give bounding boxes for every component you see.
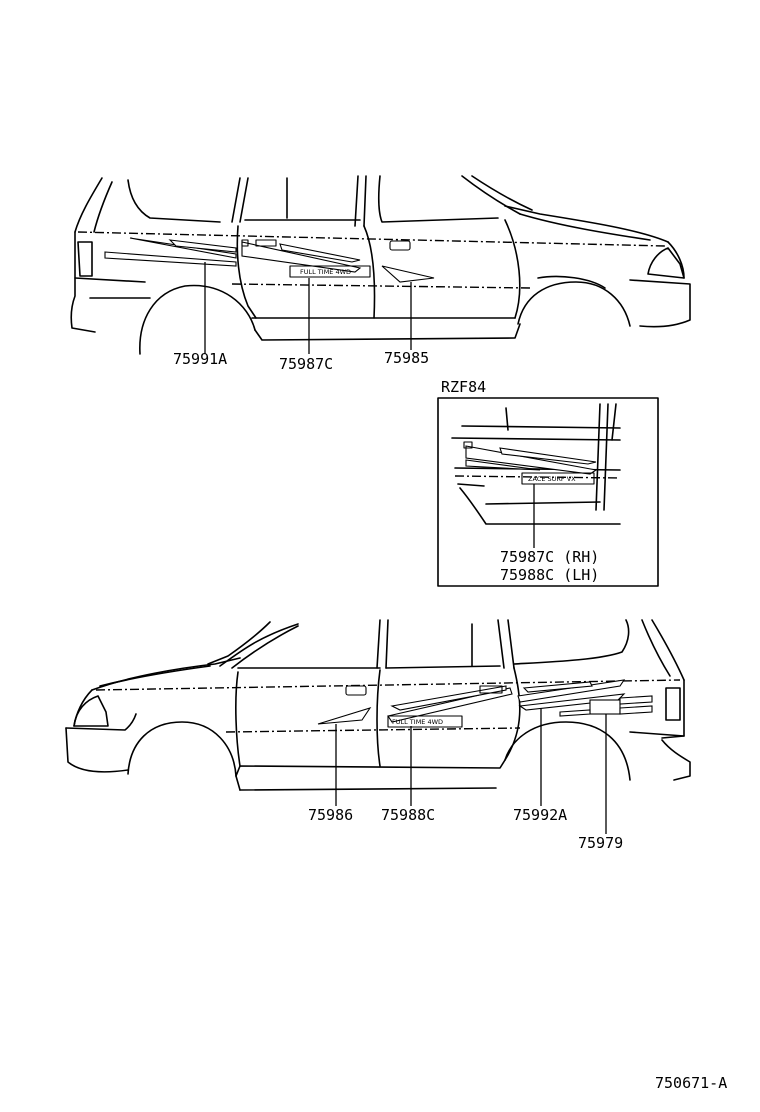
label-75986: 75986 <box>308 806 353 824</box>
label-inset-lh: 75988C (LH) <box>500 566 599 584</box>
label-75991A: 75991A <box>173 350 227 368</box>
inset-variant-label: RZF84 <box>441 378 486 396</box>
label-75988C: 75988C <box>381 806 435 824</box>
label-75992A: 75992A <box>513 806 567 824</box>
label-75985: 75985 <box>384 349 429 367</box>
inset-detail: ZACE SURF VX <box>437 397 659 587</box>
upper-emblem-text: FULL TIME 4WD <box>300 268 351 276</box>
inset-emblem-text: ZACE SURF VX <box>528 475 576 483</box>
label-75987C: 75987C <box>279 355 333 373</box>
upper-vehicle: FULL TIME 4WD <box>70 175 691 355</box>
diagram-id: 750671-A <box>655 1074 727 1092</box>
label-inset-rh: 75987C (RH) <box>500 548 599 566</box>
lower-vehicle: FULL TIME 4WD <box>65 619 691 834</box>
inset-frame <box>437 397 659 587</box>
label-75979: 75979 <box>578 834 623 852</box>
lower-emblem-text: FULL TIME 4WD <box>392 718 443 726</box>
